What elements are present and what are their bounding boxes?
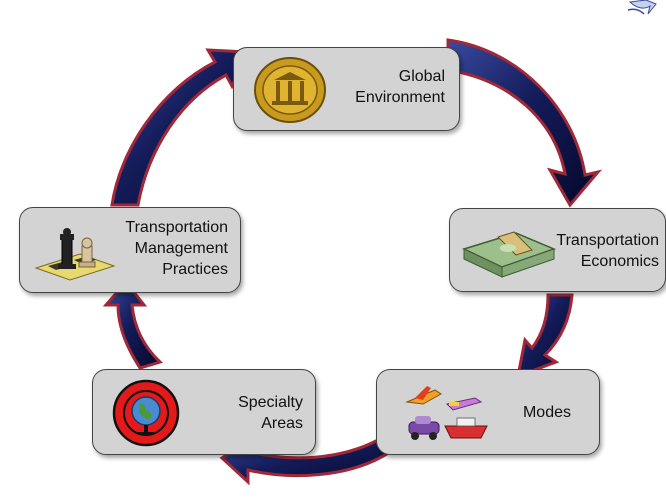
- node-modes: Modes: [376, 369, 600, 455]
- chess-pieces-icon: [34, 228, 116, 281]
- globe-icon: [112, 379, 180, 447]
- label-line: Economics: [580, 253, 659, 270]
- node-econ-label: Transportation Economics: [556, 230, 659, 272]
- label-line: Transportation: [556, 232, 659, 249]
- arrow-econ-to-modes: [516, 293, 574, 379]
- node-specialty-areas: Specialty Areas: [92, 369, 316, 455]
- node-practices-label: Transportation Management Practices: [125, 217, 228, 280]
- vehicles-icon: [405, 386, 488, 440]
- node-transportation-economics: Transportation Economics: [449, 208, 666, 292]
- label-line: Transportation: [125, 219, 228, 236]
- node-transportation-management-practices: Transportation Management Practices: [19, 207, 241, 293]
- node-specialty-label: Specialty Areas: [238, 392, 303, 434]
- label-line: Environment: [355, 89, 445, 106]
- node-global-label: Global Environment: [355, 66, 445, 108]
- label-line: Management: [134, 240, 228, 257]
- arrow-global-to-econ: [446, 38, 603, 208]
- arrow-practices-to-global: [110, 48, 251, 207]
- node-global-environment: Global Environment: [233, 47, 460, 131]
- label-line: Modes: [522, 404, 571, 421]
- arrow-modes-to-specialty: [219, 437, 393, 486]
- node-modes-label: Modes: [523, 402, 571, 423]
- label-line: Practices: [162, 261, 228, 278]
- arrow-specialty-to-practices: [102, 279, 163, 370]
- label-line: Specialty: [238, 394, 303, 411]
- label-line: Global: [398, 68, 445, 85]
- seal-icon: [254, 57, 326, 123]
- money-stack-icon: [461, 231, 557, 278]
- label-line: Areas: [261, 415, 303, 432]
